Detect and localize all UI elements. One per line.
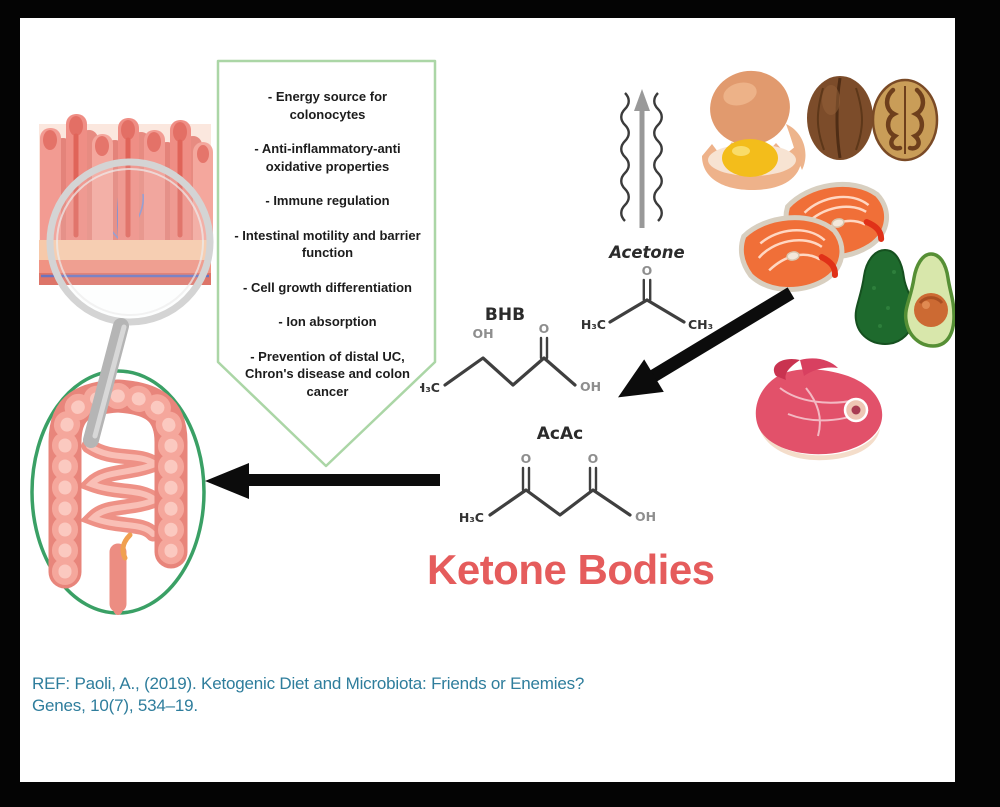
up-arrow-icon xyxy=(634,89,650,228)
acetone-label: Acetone xyxy=(607,243,684,262)
benefits-list: - Energy source for colonocytes - Anti-i… xyxy=(219,88,436,400)
oxygen-label: O xyxy=(588,451,599,466)
oxygen-label: O xyxy=(521,451,532,466)
benefit-item: - Energy source for colonocytes xyxy=(267,89,388,122)
magnifier-icon xyxy=(46,158,214,448)
walnut-icon xyxy=(807,76,873,160)
reference-line: Genes, 10(7), 534–19. xyxy=(32,696,198,715)
benefit-item: - Immune regulation xyxy=(265,193,390,208)
methyl-label: H₃C xyxy=(459,510,484,525)
acetone-breath-arrows xyxy=(620,89,663,228)
hydroxyl-label: OH xyxy=(472,326,493,341)
avocado-icon xyxy=(854,248,955,348)
acac-structure: AcAc O O H₃C OH xyxy=(459,424,656,525)
benefit-item: - Anti-inflammatory-anti oxidative prope… xyxy=(254,141,401,174)
keto-foods xyxy=(702,70,955,461)
oxygen-label: O xyxy=(642,263,653,278)
reference-citation: REF: Paoli, A., (2019). Ketogenic Diet a… xyxy=(32,673,584,717)
hydroxyl-label: OH xyxy=(580,379,601,394)
acac-label: AcAc xyxy=(537,424,583,444)
figure-title: Ketone Bodies xyxy=(427,546,715,593)
benefits-callout-bubble xyxy=(216,59,437,468)
wavy-line-icon xyxy=(653,92,663,222)
cracked-egg-icon xyxy=(702,70,806,190)
bhb-label: BHB xyxy=(485,305,525,325)
benefit-item: - Ion absorption xyxy=(278,314,377,329)
benefit-item: - Cell growth differentiation xyxy=(243,279,412,295)
colon-oval-illustration xyxy=(30,369,206,615)
methyl-label: H₃C xyxy=(581,317,606,332)
benefit-item: - Prevention of distal UC, Chron's disea… xyxy=(245,348,410,399)
reference-line: REF: Paoli, A., (2019). Ketogenic Diet a… xyxy=(32,674,585,693)
salmon-steak-icon xyxy=(738,181,890,292)
methyl-label: H₃C xyxy=(420,380,440,395)
benefit-item: - Intestinal motility and barrier functi… xyxy=(234,227,421,261)
raw-meat-icon xyxy=(755,358,883,461)
callout-outline xyxy=(216,59,437,468)
wavy-line-icon xyxy=(620,92,630,222)
gut-illustration xyxy=(30,114,214,615)
oxygen-label: O xyxy=(539,321,550,336)
ketone-molecules: Acetone O H₃C CH₃ BHB OH O H₃C OH AcAc xyxy=(420,243,713,525)
hydroxyl-label: OH xyxy=(635,509,656,524)
walnut-half-icon xyxy=(871,78,939,162)
bhb-structure: BHB OH O H₃C OH xyxy=(420,305,601,395)
